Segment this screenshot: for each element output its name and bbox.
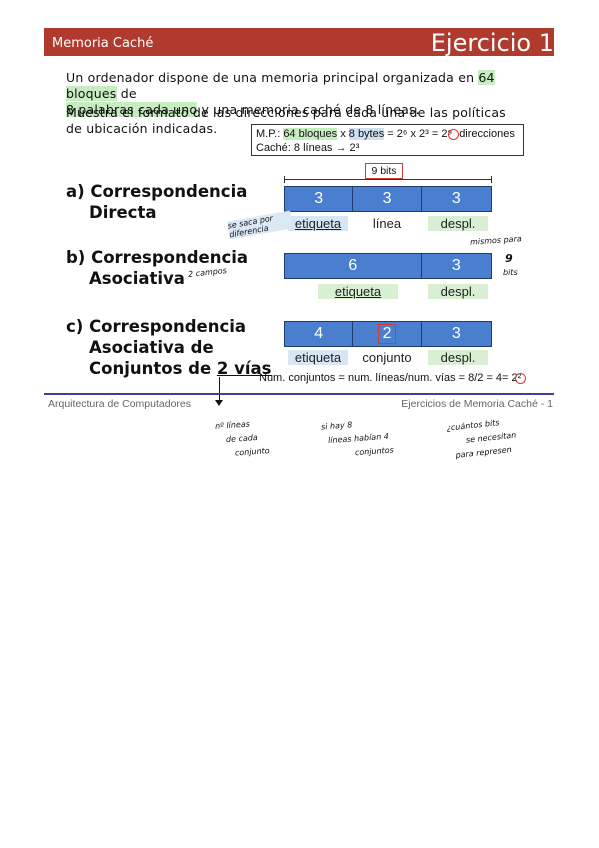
section-b-title-line1: b) Correspondencia — [66, 248, 249, 267]
mp-powers: = 2⁶ x 2³ = 2⁹ — [384, 128, 453, 140]
header-exercise-title: Ejercicio 1 — [430, 29, 554, 57]
cache-lines-line: Caché: 8 líneas → 2³ — [256, 142, 360, 154]
mp-times: x — [337, 128, 349, 140]
direct-tag-label: etiqueta — [288, 216, 348, 231]
direct-tag-bits: 3 — [285, 187, 354, 211]
assoc-tag-bits: 6 — [285, 254, 422, 278]
note-how-many-bits: ¿cuántos bits se necesitan para represen — [446, 415, 518, 464]
direct-line-label: línea — [372, 216, 402, 231]
direct-line-bits: 3 — [353, 187, 422, 211]
intro-highlight-words: 8 palabras cada uno — [66, 102, 198, 117]
assoc-tag-label: etiqueta — [318, 284, 398, 299]
section-a-title: a) Correspondencia Directa — [66, 181, 247, 223]
section-b-title-line2: Asociativa — [89, 269, 185, 288]
note-lines-per-set-3: conjunto — [234, 446, 270, 458]
set-index-bits: 2 — [353, 322, 422, 346]
memory-calc-box: M.P.: 64 bloques x 8 bytes = 2⁶ x 2³ = 2… — [251, 124, 524, 156]
footer-course: Arquitectura de Computadores — [48, 398, 191, 410]
bits-span-line — [284, 179, 492, 180]
red-circle-mark-2 — [515, 372, 527, 384]
intro-text-c: y una memoria caché de 8 líneas. — [197, 102, 420, 117]
note-lines-per-set: nº líneas de cada conjunto — [215, 416, 271, 462]
header-topic: Memoria Caché — [52, 36, 154, 51]
section-c-title-line2: Asociativa de — [89, 338, 214, 357]
footer-page: Ejercicios de Memoria Caché - 1 — [401, 398, 553, 410]
arrow-line — [219, 377, 220, 403]
section-b-title: b) Correspondencia Asociativa — [66, 247, 248, 289]
mp-blocks: 64 bloques — [283, 128, 338, 140]
section-c-title-line1: c) Correspondencia — [66, 317, 247, 336]
set-assoc-address-bar: 4 2 3 — [284, 321, 492, 347]
note-if-eight-lines: si hay 8 líneas habían 4 conjuntos — [321, 416, 395, 463]
mp-bytes: 8 bytes — [348, 128, 385, 140]
assoc-offset-label: despl. — [428, 284, 488, 299]
intro-paragraph: Un ordenador dispone de una memoria prin… — [66, 70, 526, 118]
section-a-title-line2: Directa — [89, 203, 157, 222]
num-sets-formula-text: Num. conjuntos = num. líneas/num. vías =… — [259, 372, 522, 384]
arrow-down-icon — [215, 400, 223, 406]
section-c-ways: 2 vías — [216, 359, 272, 378]
bits-span-tick-right — [491, 176, 492, 183]
bits-span-tick-left — [284, 176, 285, 183]
num-sets-formula: Num. conjuntos = num. líneas/num. vías =… — [259, 372, 527, 384]
note-bits: bits — [503, 268, 518, 277]
direct-offset-label: despl. — [428, 216, 488, 231]
mp-directions: direcciones — [459, 128, 515, 140]
direct-address-bar: 3 3 3 — [284, 186, 492, 212]
intro-text-b: de — [116, 86, 137, 101]
nine-bits-label: 9 bits — [365, 163, 403, 179]
section-a-title-line1: a) Correspondencia — [66, 182, 248, 201]
set-index-value: 2 — [377, 324, 397, 344]
intro-question: Muestra el formato de las direcciones pa… — [66, 105, 506, 136]
set-offset-label: despl. — [428, 350, 488, 365]
note-nine: 9 — [505, 252, 513, 265]
red-circle-mark — [448, 128, 460, 140]
direct-offset-bits: 3 — [421, 187, 492, 211]
mp-prefix: M.P.: — [256, 128, 284, 140]
intro-text-a: Un ordenador dispone de una memoria prin… — [66, 70, 479, 85]
header-bar — [44, 28, 554, 56]
set-tag-label: etiqueta — [288, 350, 348, 365]
assoc-offset-bits: 3 — [421, 254, 491, 278]
set-index-label: conjunto — [362, 350, 412, 365]
set-tag-bits: 4 — [285, 322, 354, 346]
section-c-title-line3: Conjuntos de — [89, 359, 217, 378]
note-same-for: mismos para — [469, 234, 523, 247]
associative-address-bar: 6 3 — [284, 253, 492, 279]
set-offset-bits: 3 — [421, 322, 492, 346]
section-c-title: c) Correspondencia Asociativa de Conjunt… — [66, 316, 271, 379]
footer-divider — [44, 393, 554, 395]
